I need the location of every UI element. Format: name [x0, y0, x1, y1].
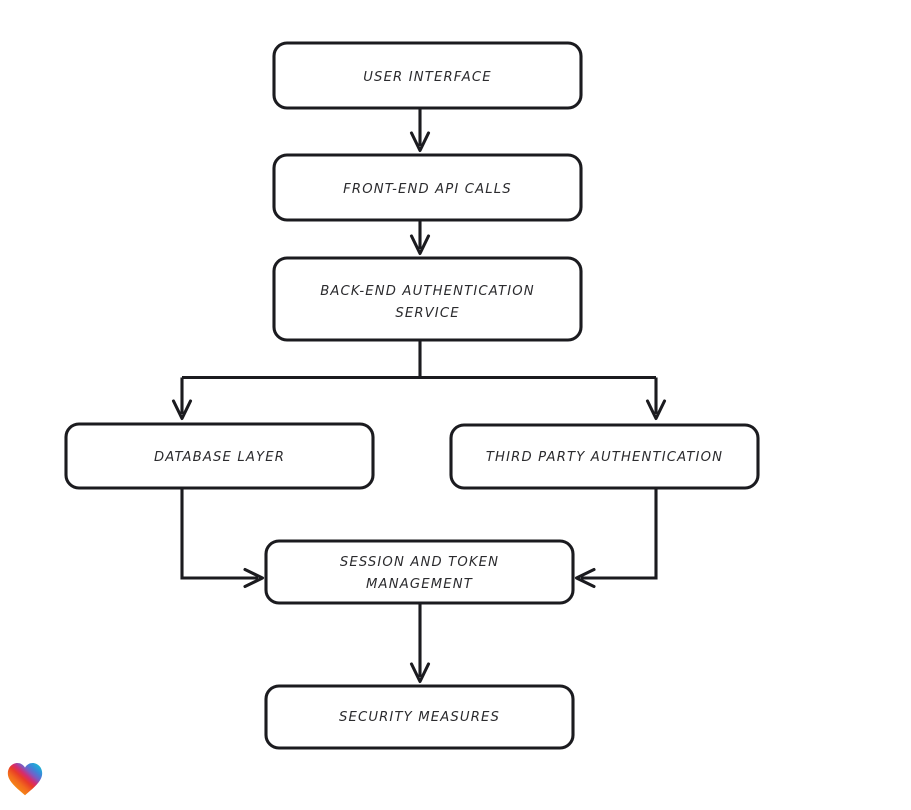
node-front-end-api-calls[interactable]: FRONT-END API CALLS [272, 153, 583, 222]
edge-backend-to-thirdparty [645, 377, 667, 421]
edge-backend-to-database [171, 377, 193, 421]
edge-backend-split [182, 340, 656, 380]
heart-icon [7, 763, 43, 796]
edge-thirdparty-to-session [574, 488, 658, 589]
node-security-measures[interactable]: SECURITY MEASURES [264, 684, 575, 750]
edge-ui-to-api [409, 108, 431, 153]
node-back-end-authentication-service-shape[interactable] [272, 256, 583, 342]
node-front-end-api-calls-shape[interactable] [272, 153, 583, 222]
edge-database-to-session [180, 488, 265, 589]
node-third-party-authentication-shape[interactable] [449, 423, 760, 490]
node-session-and-token-management-shape[interactable] [264, 539, 575, 605]
heart-icon-shape [7, 763, 43, 796]
node-security-measures-label: SECURITY MEASURES [339, 710, 500, 725]
node-session-and-token-management-label-line2: MANAGEMENT [366, 577, 473, 592]
node-back-end-authentication-service-label-line2: SERVICE [395, 306, 459, 321]
node-back-end-authentication-service[interactable]: BACK-END AUTHENTICATION SERVICE [272, 256, 583, 342]
node-session-and-token-management-label-line1: SESSION AND TOKEN [340, 555, 499, 570]
edge-session-to-security [409, 603, 431, 684]
node-database-layer-label: DATABASE LAYER [154, 450, 285, 465]
node-third-party-authentication[interactable]: THIRD PARTY AUTHENTICATION [449, 423, 760, 490]
node-third-party-authentication-label: THIRD PARTY AUTHENTICATION [486, 450, 723, 465]
node-user-interface-label: USER INTERFACE [363, 70, 492, 85]
node-front-end-api-calls-label: FRONT-END API CALLS [343, 182, 512, 197]
node-session-and-token-management[interactable]: SESSION AND TOKEN MANAGEMENT [264, 539, 575, 605]
node-user-interface-shape[interactable] [272, 41, 583, 110]
node-back-end-authentication-service-label-line1: BACK-END AUTHENTICATION [320, 284, 535, 299]
node-database-layer[interactable]: DATABASE LAYER [64, 422, 375, 490]
node-database-layer-shape[interactable] [64, 422, 375, 490]
node-security-measures-shape[interactable] [264, 684, 575, 750]
node-user-interface[interactable]: USER INTERFACE [272, 41, 583, 110]
edge-api-to-backend [409, 220, 431, 256]
